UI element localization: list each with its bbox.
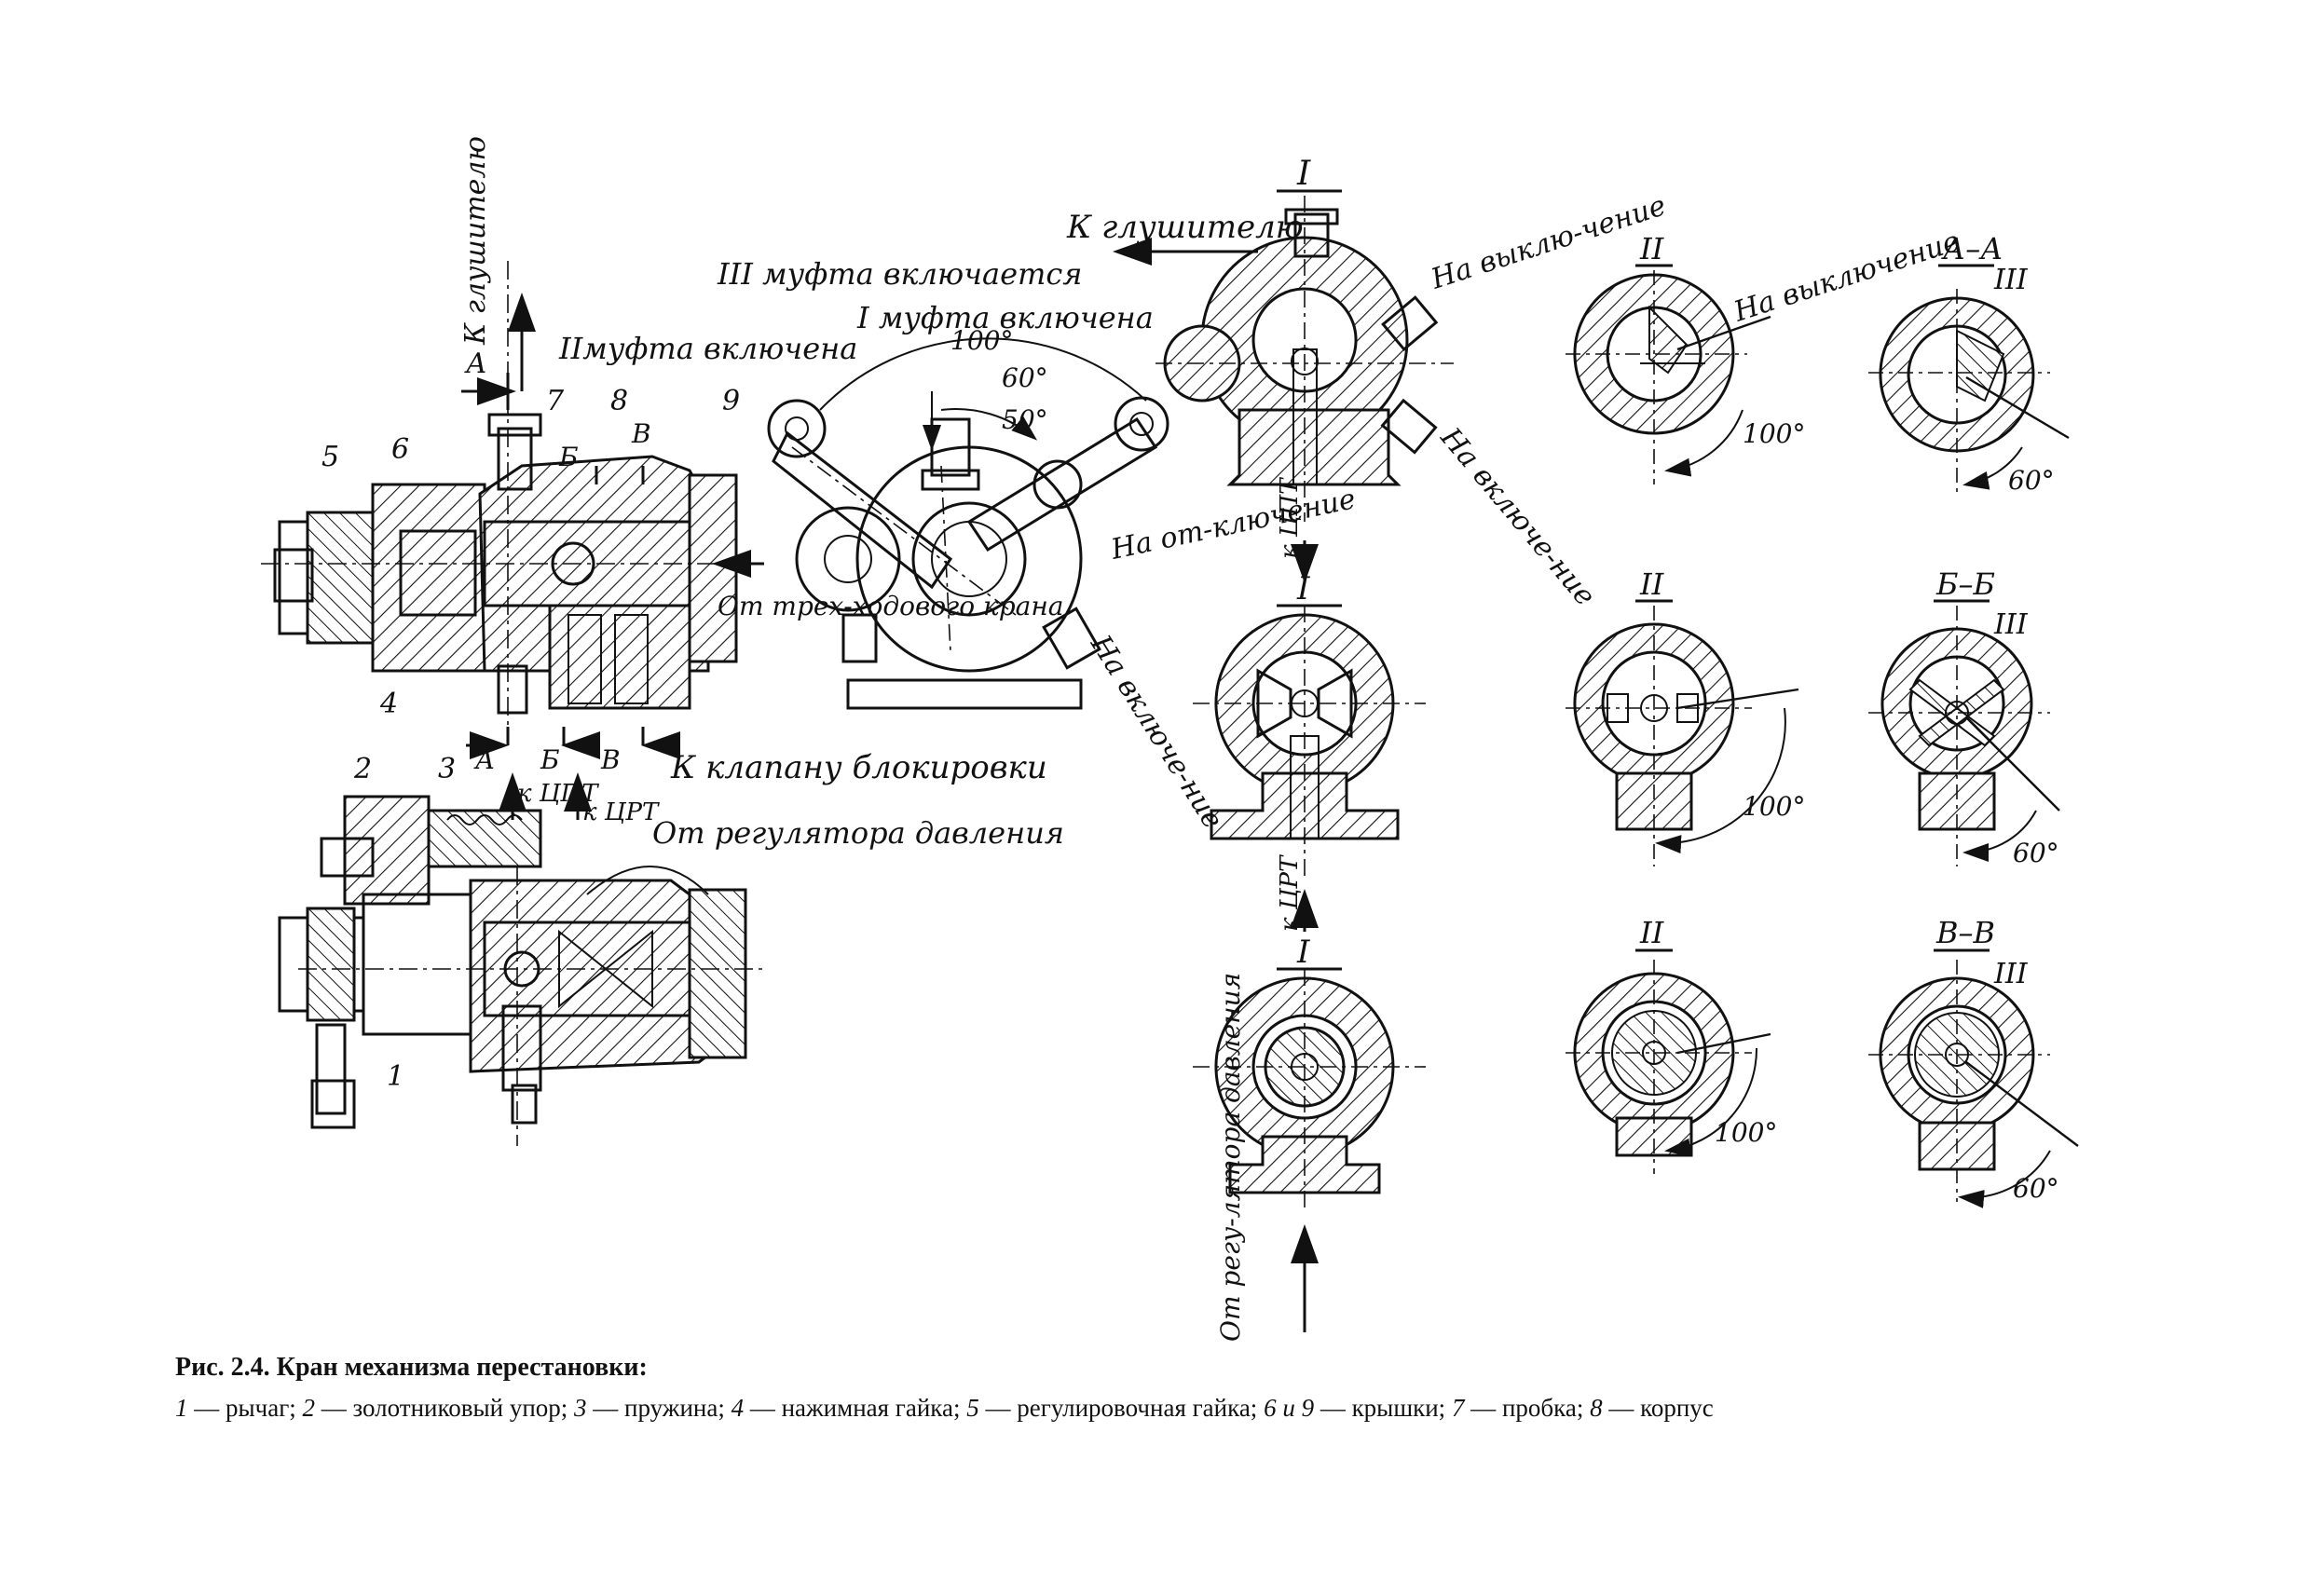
legend-item-number: 2 <box>302 1394 316 1422</box>
section-mark-B-bottom: Б <box>540 744 560 775</box>
label-na-vklyuchenie-mid: На включе-ние <box>1084 629 1229 835</box>
legend-item: 4 — нажимная гайка; <box>732 1394 967 1422</box>
legend-item-number: 4 <box>731 1394 745 1422</box>
legend-item-number: 1 <box>175 1394 188 1422</box>
roman-I-middle: I <box>1296 570 1310 607</box>
valve-section-I-top <box>1113 189 1454 583</box>
label-na-otklyuchenie: На от-ключение <box>1107 483 1358 566</box>
legend-item: 2 — золотниковый упор; <box>303 1394 575 1422</box>
section-mark-V-top: В <box>631 418 651 449</box>
angle-60-III-1: 60° <box>2008 465 2055 496</box>
legend-item-text: — пружина; <box>586 1394 732 1422</box>
section-title-BB: Б–Б <box>1935 566 1995 602</box>
valve-section-I-bottom <box>1193 967 1426 1332</box>
legend-item: 5 — регулировочная гайка; <box>966 1394 1264 1422</box>
part-number-9: 9 <box>722 385 740 417</box>
part-number-1: 1 <box>387 1060 404 1093</box>
label-k-tsrt: к ЦРТ <box>582 798 660 826</box>
part-number-6: 6 <box>391 433 409 466</box>
section-mark-B-top: Б <box>558 442 579 472</box>
legend-item: 6 и 9 — крышки; <box>1264 1394 1452 1422</box>
legend-item-text: — нажимная гайка; <box>744 1394 967 1422</box>
section-title-AA: А–А <box>1941 231 2003 266</box>
label-ot-regulyatora: От регулятора давления <box>652 815 1064 851</box>
label-mufta1-vklyuchena: I муфта включена <box>856 300 1154 335</box>
part-number-3: 3 <box>438 753 456 785</box>
label-angle-60-top: 60° <box>1002 362 1048 393</box>
roman-III-3: III <box>1993 958 2029 990</box>
roman-I-top: I <box>1296 155 1311 193</box>
section-mark-A-bottom: А <box>473 744 495 775</box>
label-mufta3-vklyuchaetsya: III муфта включается <box>717 256 1082 292</box>
section-III-column <box>1868 264 2079 1208</box>
section-title-VV: В–В <box>1935 915 1995 950</box>
part-number-8: 8 <box>610 385 628 417</box>
roman-I-bottom: I <box>1296 934 1310 971</box>
legend-item-text: — регулировочная гайка; <box>978 1394 1265 1422</box>
legend-item: 1 — рычаг; <box>175 1394 303 1422</box>
section-mark-A-top: А <box>464 348 487 380</box>
part-number-2: 2 <box>353 753 372 785</box>
legend-item: 7 — пробка; <box>1452 1394 1590 1422</box>
roman-III-2: III <box>1993 608 2029 641</box>
legend-item-number: 6 и 9 <box>1264 1394 1315 1422</box>
label-k-tsrt-vertical: к ЦРТ <box>1276 854 1304 932</box>
angle-60-III-2: 60° <box>2013 838 2059 868</box>
label-k-tspt-vertical: к ЦПТ <box>1276 477 1304 559</box>
legend-item: 3 — пружина; <box>574 1394 732 1422</box>
part-number-4: 4 <box>379 688 398 720</box>
legend-item-number: 3 <box>574 1394 587 1422</box>
roman-II-2: II <box>1639 566 1665 602</box>
part-number-5: 5 <box>321 441 339 473</box>
roman-II-1: II <box>1639 231 1665 266</box>
angle-60-III-3: 60° <box>2013 1173 2059 1204</box>
label-angle-100-top: 100° <box>950 325 1013 356</box>
label-ot-regulyatora-vertical: От регу-лятора давления <box>1215 973 1246 1342</box>
valve-section-I-middle <box>1193 604 1426 932</box>
angle-100-II-3: 100° <box>1715 1117 1777 1148</box>
label-k-tspt: к ЦПТ <box>517 780 599 808</box>
part-number-7: 7 <box>546 385 565 417</box>
technical-drawing: К глушителю К глушителю III муфта включа… <box>261 136 2079 1342</box>
label-k-glushitelyu-top: К глушителю <box>1066 209 1304 246</box>
label-mufta2-vklyuchena: IIмуфта включена <box>558 331 857 366</box>
label-k-klapanu-blokirovki: К клапану блокировки <box>670 749 1047 786</box>
figure-caption-title: Рис. 2.4. Кран механизма перестановки: <box>175 1353 648 1382</box>
section-mark-V-bottom: В <box>600 744 621 775</box>
drawing-labels: К глушителю К глушителю III муфта включа… <box>321 136 2059 1342</box>
upper-assembly-section <box>261 261 764 759</box>
legend-item-text: — рычаг; <box>187 1394 303 1422</box>
label-angle-50-top: 50° <box>1002 404 1048 435</box>
label-ot-trekhkhodovogo: От трех-ходового крана <box>718 591 1064 621</box>
lower-assembly-view <box>278 772 764 1146</box>
legend-item: 8 — корпус <box>1590 1394 1714 1422</box>
angle-100-II-1: 100° <box>1743 418 1805 449</box>
roman-II-3: II <box>1639 915 1665 950</box>
legend-item-number: 8 <box>1590 1394 1603 1422</box>
label-na-vklyuchenie-top: На включе-ние <box>1433 421 1601 612</box>
label-k-glushitelyu-vertical: К глушителю <box>459 136 492 346</box>
section-II-column <box>1566 264 1799 1174</box>
legend-item-text: — крышки; <box>1314 1394 1452 1422</box>
legend-item-number: 7 <box>1451 1394 1465 1422</box>
lever-valve-view <box>767 337 1169 710</box>
figure-caption-legend: 1 — рычаг; 2 — золотниковый упор; 3 — пр… <box>175 1392 2151 1424</box>
legend-item-text: — корпус <box>1602 1394 1714 1422</box>
legend-item-number: 5 <box>966 1394 979 1422</box>
angle-100-II-2: 100° <box>1743 791 1805 822</box>
legend-item-text: — золотниковый упор; <box>315 1394 575 1422</box>
legend-item-text: — пробка; <box>1464 1394 1591 1422</box>
roman-III-1: III <box>1993 264 2029 296</box>
